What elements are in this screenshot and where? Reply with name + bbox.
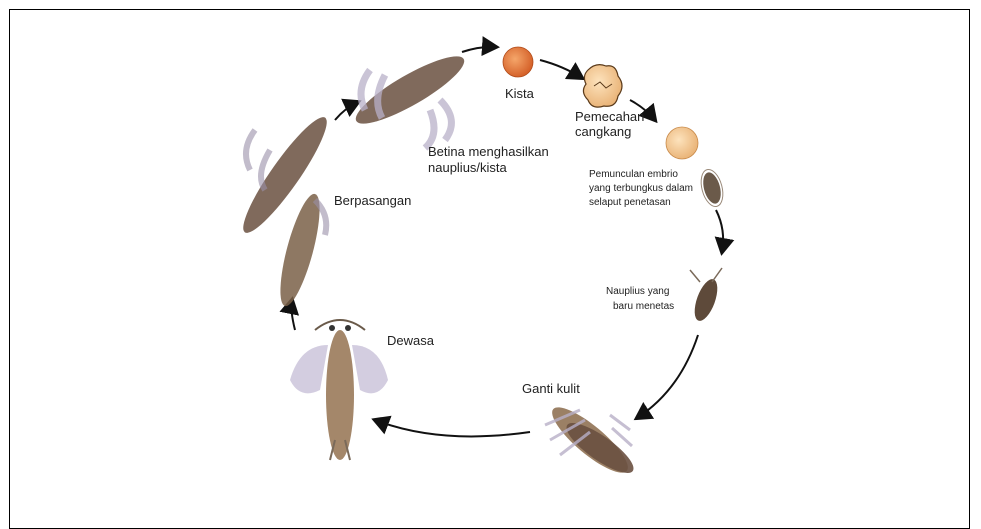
label-pemecahan-1: Pemecahan bbox=[575, 109, 644, 124]
label-pemecahan-2: cangkang bbox=[575, 124, 631, 139]
label-nauplius-2: baru menetas bbox=[613, 301, 674, 312]
female-shrimp-image bbox=[349, 46, 471, 148]
label-pemunculan-3: selaput penetasan bbox=[589, 197, 671, 208]
label-betina-2: nauplius/kista bbox=[428, 160, 508, 175]
label-dewasa: Dewasa bbox=[387, 333, 435, 348]
label-kista: Kista bbox=[505, 86, 535, 101]
label-betina-1: Betina menghasilkan bbox=[428, 144, 549, 159]
arrow-betina-to-kista bbox=[462, 47, 496, 52]
nauplius-image bbox=[690, 268, 722, 324]
arrow-embrio-to-nauplius bbox=[716, 210, 723, 252]
label-berpasangan: Berpasangan bbox=[334, 193, 411, 208]
arrow-gantikulit-to-dewasa bbox=[375, 420, 530, 436]
cyst-image bbox=[503, 47, 533, 77]
arrow-berpasangan-to-betina bbox=[335, 102, 358, 120]
molting-shrimp-image bbox=[544, 398, 639, 481]
artemia-life-cycle-diagram: Kista Pemecahan cangkang Pemunculan embr… bbox=[0, 0, 981, 505]
broken-shell-image bbox=[583, 65, 622, 107]
embryo-membrane-image bbox=[697, 167, 726, 209]
embryo-sac-image bbox=[666, 127, 698, 159]
label-pemunculan-1: Pemunculan embrio bbox=[589, 169, 678, 180]
label-pemunculan-2: yang terbungkus dalam bbox=[589, 183, 693, 194]
adult-shrimp-image bbox=[290, 320, 388, 460]
label-ganti-kulit: Ganti kulit bbox=[522, 381, 580, 396]
cycle-arrows bbox=[291, 47, 723, 437]
arrow-dewasa-to-berpasangan bbox=[291, 300, 295, 330]
arrow-nauplius-to-gantikulit bbox=[637, 335, 698, 418]
arrow-kista-to-pemecahan bbox=[540, 60, 582, 78]
mating-pair-image bbox=[233, 110, 336, 310]
label-nauplius-1: Nauplius yang bbox=[606, 286, 669, 297]
